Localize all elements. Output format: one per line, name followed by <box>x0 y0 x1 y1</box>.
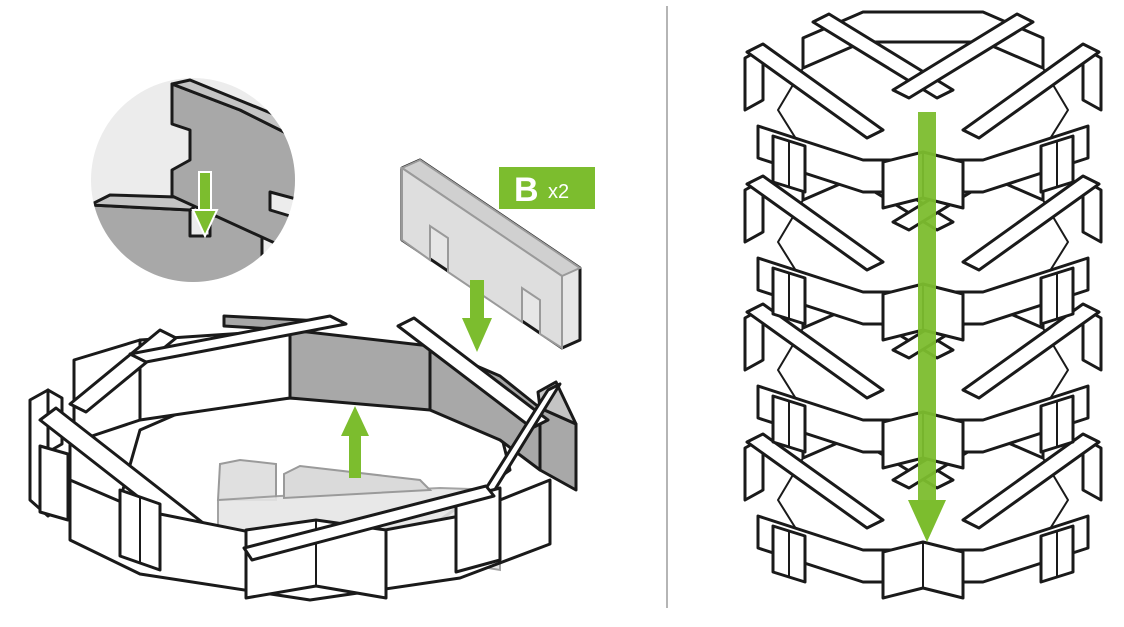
panel-b-piece <box>399 158 583 350</box>
stack-down-arrow <box>908 112 946 542</box>
joint-detail-inset <box>91 78 295 282</box>
part-letter: B <box>514 171 539 209</box>
insert-down-arrow <box>462 280 492 352</box>
assembly-step-panel: B x2 <box>28 78 595 602</box>
part-quantity: x2 <box>548 181 569 203</box>
insert-up-arrow <box>341 406 369 478</box>
part-badge: B x2 <box>499 167 595 209</box>
insert-down-arrow-inset <box>191 171 219 239</box>
octagon-ring-base <box>28 314 578 602</box>
stacking-step-panel <box>743 10 1103 600</box>
